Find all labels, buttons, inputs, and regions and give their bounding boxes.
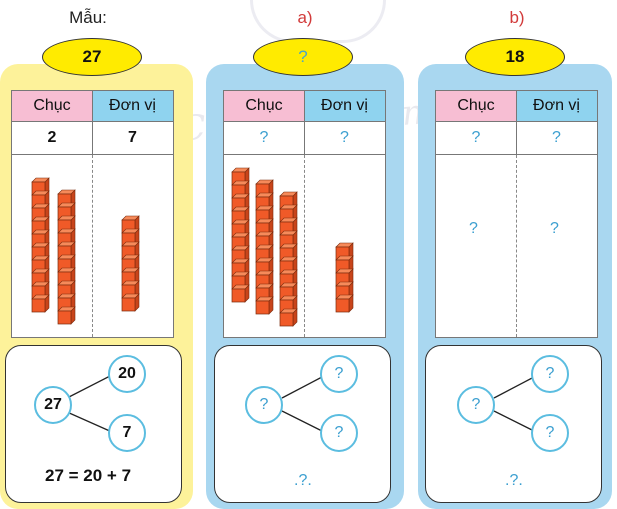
units-value: 7: [92, 122, 173, 155]
tens-value: 2: [12, 122, 92, 155]
tens-part-circle-blank[interactable]: ?: [320, 355, 358, 393]
split-line: [281, 376, 323, 399]
tens-part-circle-blank[interactable]: ?: [531, 355, 569, 393]
whole-circle-blank[interactable]: ?: [245, 386, 283, 424]
tens-value-blank[interactable]: ?: [224, 122, 304, 155]
split-line: [493, 410, 535, 432]
equation-blank[interactable]: .?.: [505, 472, 523, 489]
split-line: [66, 411, 113, 433]
units-value-blank[interactable]: ?: [516, 122, 597, 155]
tens-header: Chục: [436, 91, 516, 122]
split-line: [281, 410, 323, 432]
tens-drawing-blank[interactable]: ?: [469, 220, 478, 237]
sample-number-oval: 27: [42, 38, 142, 76]
column-divider: [516, 91, 517, 155]
task-b-number-oval: 18: [465, 38, 565, 76]
tens-header: Chục: [224, 91, 304, 122]
unit-cube: [121, 293, 140, 312]
whole-circle: 27: [34, 386, 72, 424]
tens-header: Chục: [12, 91, 92, 122]
ten-rod-cube: [279, 308, 298, 327]
tens-value-blank[interactable]: ?: [436, 122, 516, 155]
units-part-circle: 7: [108, 414, 146, 452]
task-b-split-box: [425, 345, 602, 503]
split-line: [66, 374, 113, 399]
task-a-split-box: [214, 345, 391, 503]
split-line: [493, 376, 535, 399]
sample-equation: 27 = 20 + 7: [45, 466, 132, 485]
unit-cube: [335, 294, 354, 313]
task-b-place-value-table: Chục Đơn vị ? ? ? ?: [435, 90, 598, 338]
dashed-divider: [92, 155, 93, 337]
units-part-circle-blank[interactable]: ?: [531, 414, 569, 452]
ten-rod-cube: [31, 294, 50, 313]
units-header: Đơn vị: [516, 91, 597, 122]
units-value-blank[interactable]: ?: [304, 122, 385, 155]
ten-rod-cube: [57, 306, 76, 325]
sample-heading: Mẫu:: [69, 8, 107, 27]
task-a-place-value-table: Chục Đơn vị ? ?: [223, 90, 386, 338]
units-part-circle-blank[interactable]: ?: [320, 414, 358, 452]
dashed-divider: [304, 155, 305, 337]
units-header: Đơn vị: [304, 91, 385, 122]
column-divider: [92, 91, 93, 155]
ten-rod-cube: [255, 296, 274, 315]
whole-circle-blank[interactable]: ?: [457, 386, 495, 424]
task-b-heading: b): [509, 8, 525, 27]
equation-blank[interactable]: .?.: [294, 472, 312, 489]
task-a-number-oval[interactable]: ?: [253, 38, 353, 76]
units-header: Đơn vị: [92, 91, 173, 122]
units-drawing-blank[interactable]: ?: [550, 220, 559, 237]
column-divider: [304, 91, 305, 155]
tens-part-circle: 20: [108, 355, 146, 393]
ten-rod-cube: [57, 189, 76, 208]
ten-rod-cube: [231, 284, 250, 303]
dashed-divider: [516, 155, 517, 337]
task-a-heading: a): [297, 8, 313, 27]
